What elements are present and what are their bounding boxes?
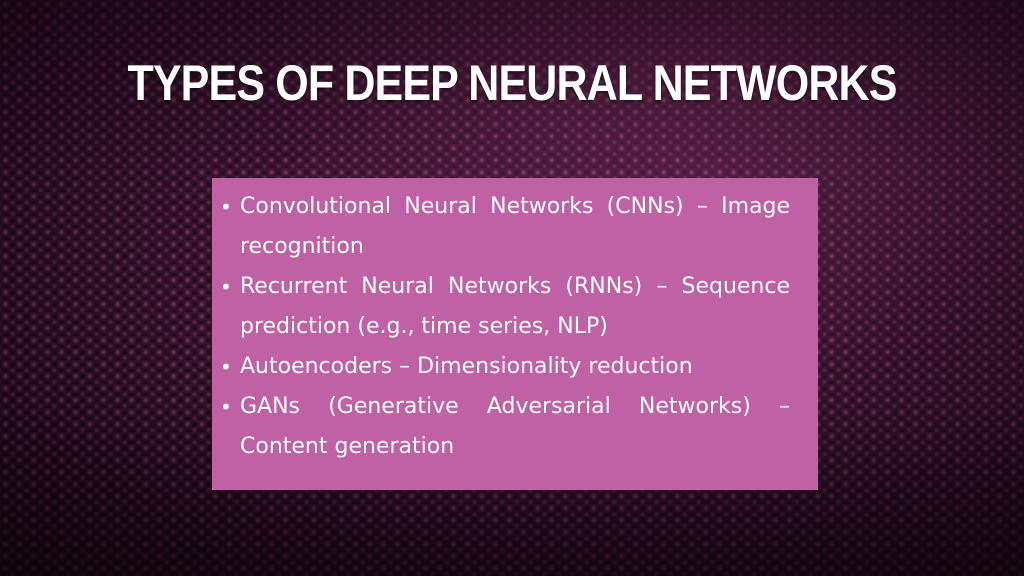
bullet-list: • Convolutional Neural Networks (CNNs) –… bbox=[216, 187, 790, 467]
bullet-dot-icon: • bbox=[220, 195, 232, 219]
bullet-text: Convolutional Neural Networks (CNNs) – I… bbox=[240, 194, 790, 259]
bullet-item-gans: • GANs (Generative Adversarial Networks)… bbox=[216, 387, 790, 467]
slide-title: TYPES OF DEEP NEURAL NETWORKS bbox=[127, 55, 897, 111]
bullet-text: Autoencoders – Dimensionality reduction bbox=[240, 354, 693, 379]
bullet-item-rnn: • Recurrent Neural Networks (RNNs) – Seq… bbox=[216, 267, 790, 347]
bullet-dot-icon: • bbox=[220, 275, 232, 299]
bullet-dot-icon: • bbox=[220, 395, 232, 419]
content-panel bbox=[212, 178, 818, 490]
bullet-text: GANs (Generative Adversarial Networks) –… bbox=[240, 394, 790, 459]
bullet-item-cnn: • Convolutional Neural Networks (CNNs) –… bbox=[216, 187, 790, 267]
bullet-item-autoencoders: • Autoencoders – Dimensionality reductio… bbox=[216, 347, 790, 387]
bullet-text: Recurrent Neural Networks (RNNs) – Seque… bbox=[240, 274, 790, 339]
bullet-dot-icon: • bbox=[220, 355, 232, 379]
